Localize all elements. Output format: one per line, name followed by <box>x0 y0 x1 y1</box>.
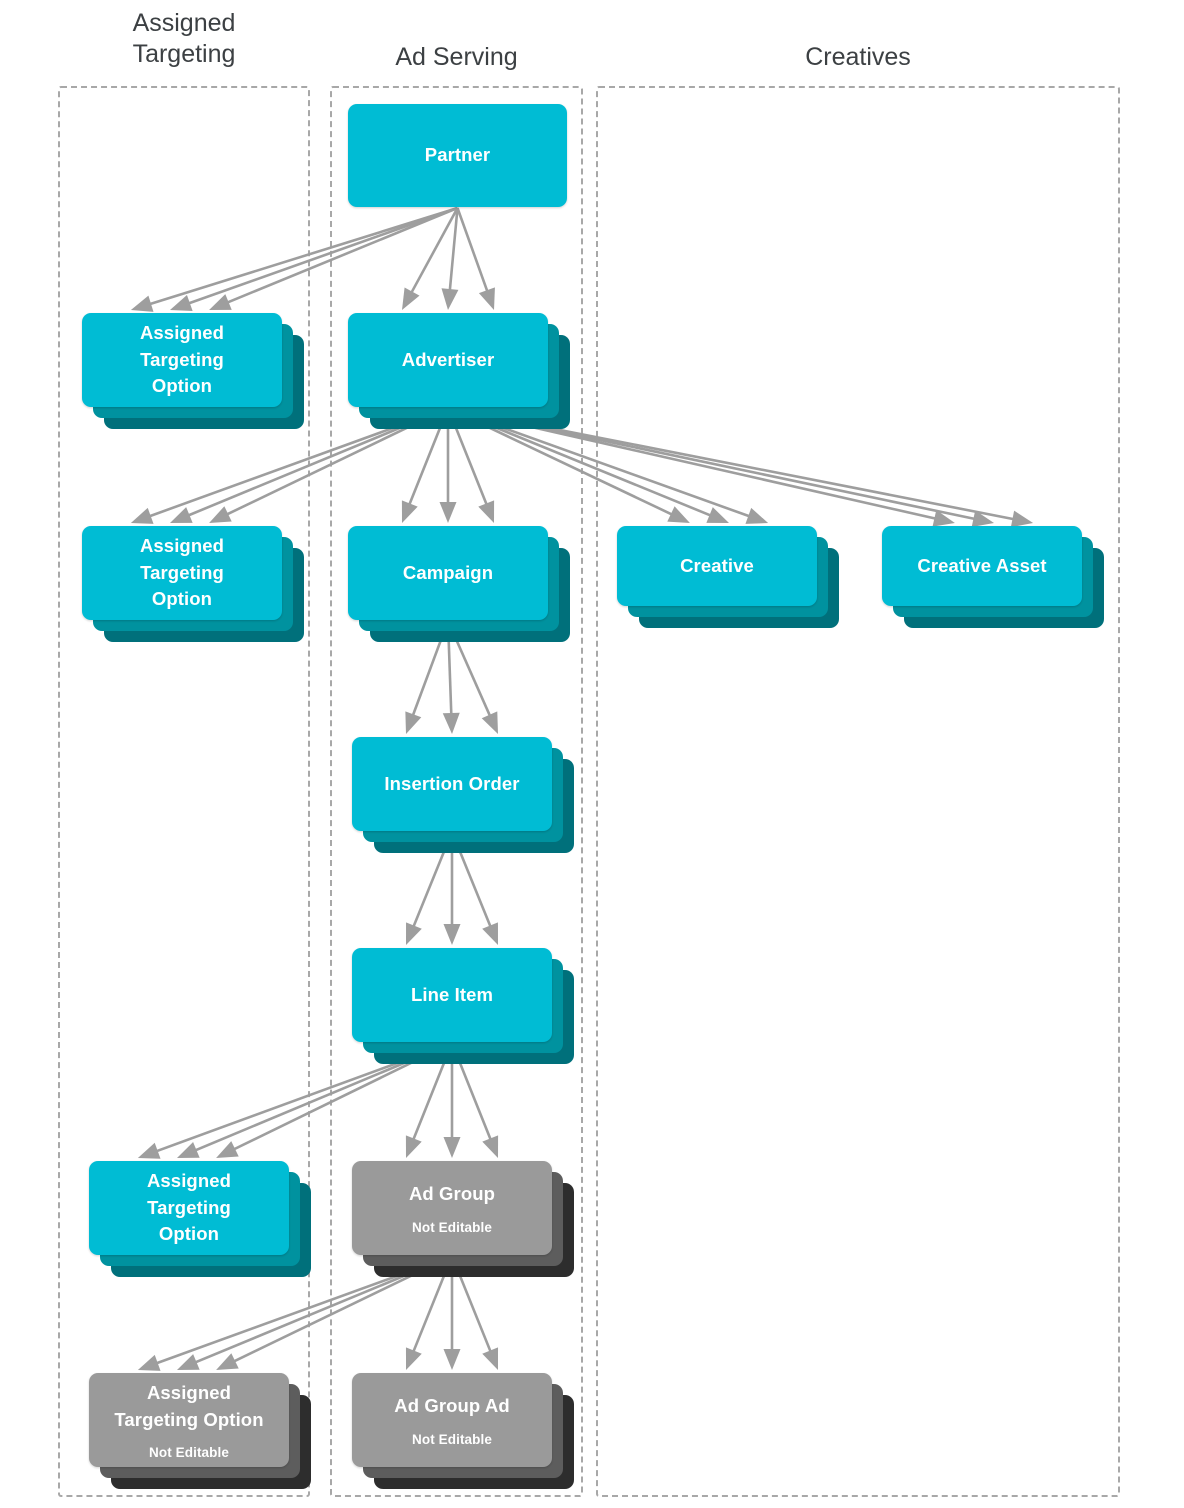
card-readonly-badge: Not Editable <box>149 1445 229 1461</box>
card-title: Assigned Targeting Option <box>146 1169 232 1245</box>
card-face-assigned-targeting-option-lineitem[interactable]: Assigned Targeting Option <box>89 1161 289 1255</box>
arrow-head <box>216 1353 239 1370</box>
arrow-head <box>209 294 232 310</box>
arrow-head <box>745 507 769 524</box>
arrow-partner-to-advertiser-1 <box>441 207 459 310</box>
card-title: Campaign <box>402 561 494 583</box>
arrow-shaft <box>147 206 458 306</box>
card-face-creative[interactable]: Creative <box>617 526 817 606</box>
arrow-head <box>177 1354 200 1370</box>
arrow-head <box>439 502 457 523</box>
card-title: Assigned Targeting Option <box>114 1381 264 1430</box>
arrow-head <box>443 924 461 945</box>
arrow-head <box>971 510 994 527</box>
arrow-shaft <box>448 207 459 293</box>
arrow-head <box>478 500 495 523</box>
card-title: Line Item <box>410 983 494 1005</box>
card-title: Creative <box>680 554 754 576</box>
arrow-head <box>1010 510 1034 528</box>
card-face-advertiser[interactable]: Advertiser <box>348 313 548 407</box>
arrow-head <box>478 287 495 310</box>
arrow-head <box>667 506 690 523</box>
arrow-head <box>443 1349 461 1370</box>
card-ad-group-ad[interactable]: Ad Group Ad Not Editable <box>352 1373 574 1489</box>
column-group-creatives <box>596 86 1120 1497</box>
card-face-partner[interactable]: Partner <box>348 104 567 207</box>
arrow-partner-to-ato-2 <box>209 206 458 310</box>
arrow-head <box>401 500 418 523</box>
card-readonly-badge: Not Editable <box>412 1431 492 1447</box>
card-readonly-badge: Not Editable <box>412 1219 492 1235</box>
arrow-shaft <box>225 206 458 305</box>
card-title: Partner <box>424 144 491 166</box>
arrow-head <box>137 1354 161 1371</box>
card-title: Assigned Targeting Option <box>139 534 225 610</box>
arrow-head <box>209 506 232 523</box>
arrow-shaft <box>186 206 458 306</box>
card-line-item[interactable]: Line Item <box>352 948 574 1064</box>
arrow-head <box>482 1347 499 1370</box>
column-group-ad-serving <box>330 86 583 1497</box>
card-face-assigned-targeting-option-partner[interactable]: Assigned Targeting Option <box>82 313 282 407</box>
card-insertion-order[interactable]: Insertion Order <box>352 737 574 853</box>
card-advertiser[interactable]: Advertiser <box>348 313 570 429</box>
arrow-head <box>405 1135 422 1158</box>
column-group-assigned-targeting <box>58 86 310 1497</box>
arrow-head <box>443 1137 461 1158</box>
card-creative-asset[interactable]: Creative Asset <box>882 526 1104 628</box>
card-face-creative-asset[interactable]: Creative Asset <box>882 526 1082 606</box>
card-title: Ad Group <box>408 1183 496 1205</box>
card-assigned-targeting-option-lineitem[interactable]: Assigned Targeting Option <box>89 1161 311 1277</box>
arrow-head <box>130 507 154 524</box>
arrow-partner-to-ato-1 <box>170 206 458 311</box>
arrow-head <box>130 295 154 312</box>
column-title-assigned-targeting: Assigned Targeting <box>132 9 236 68</box>
card-face-insertion-order[interactable]: Insertion Order <box>352 737 552 831</box>
column-title-ad-serving: Ad Serving <box>395 43 518 71</box>
card-face-campaign[interactable]: Campaign <box>348 526 548 620</box>
card-title: Assigned Targeting Option <box>139 321 225 397</box>
card-creative[interactable]: Creative <box>617 526 839 628</box>
card-title: Insertion Order <box>384 772 520 794</box>
arrow-head <box>442 712 460 734</box>
arrow-head <box>177 1142 200 1158</box>
arrow-head <box>402 287 420 310</box>
card-partner[interactable]: Partner <box>348 104 589 229</box>
arrow-head <box>216 1141 239 1158</box>
arrow-head <box>481 711 498 734</box>
arrow-head <box>137 1142 161 1159</box>
arrow-head <box>406 922 422 945</box>
card-campaign[interactable]: Campaign <box>348 526 570 642</box>
arrow-partner-to-advertiser-2 <box>456 207 495 310</box>
card-title: Creative Asset <box>917 554 1047 576</box>
arrow-shaft <box>456 207 490 294</box>
arrow-head <box>706 507 729 523</box>
card-assigned-targeting-option-partner[interactable]: Assigned Targeting Option <box>82 313 304 429</box>
arrow-head <box>441 288 459 310</box>
column-title-creatives: Creatives <box>805 43 911 71</box>
arrow-head <box>170 294 193 311</box>
arrow-partner-to-ato-0 <box>130 206 458 312</box>
card-title: Ad Group Ad <box>394 1395 510 1417</box>
card-face-line-item[interactable]: Line Item <box>352 948 552 1042</box>
card-face-ad-group-ad[interactable]: Ad Group Ad Not Editable <box>352 1373 552 1467</box>
arrow-head <box>405 1347 422 1370</box>
card-title: Advertiser <box>401 348 495 370</box>
card-assigned-targeting-option-advertiser[interactable]: Assigned Targeting Option <box>82 526 304 642</box>
arrow-head <box>405 711 422 734</box>
arrow-shaft <box>409 207 459 295</box>
card-face-assigned-targeting-option-advertiser[interactable]: Assigned Targeting Option <box>82 526 282 620</box>
arrow-head <box>482 1135 499 1158</box>
arrow-head <box>482 922 498 945</box>
arrow-partner-to-advertiser-0 <box>402 207 459 310</box>
arrow-head <box>170 507 193 523</box>
arrow-head <box>932 510 955 527</box>
